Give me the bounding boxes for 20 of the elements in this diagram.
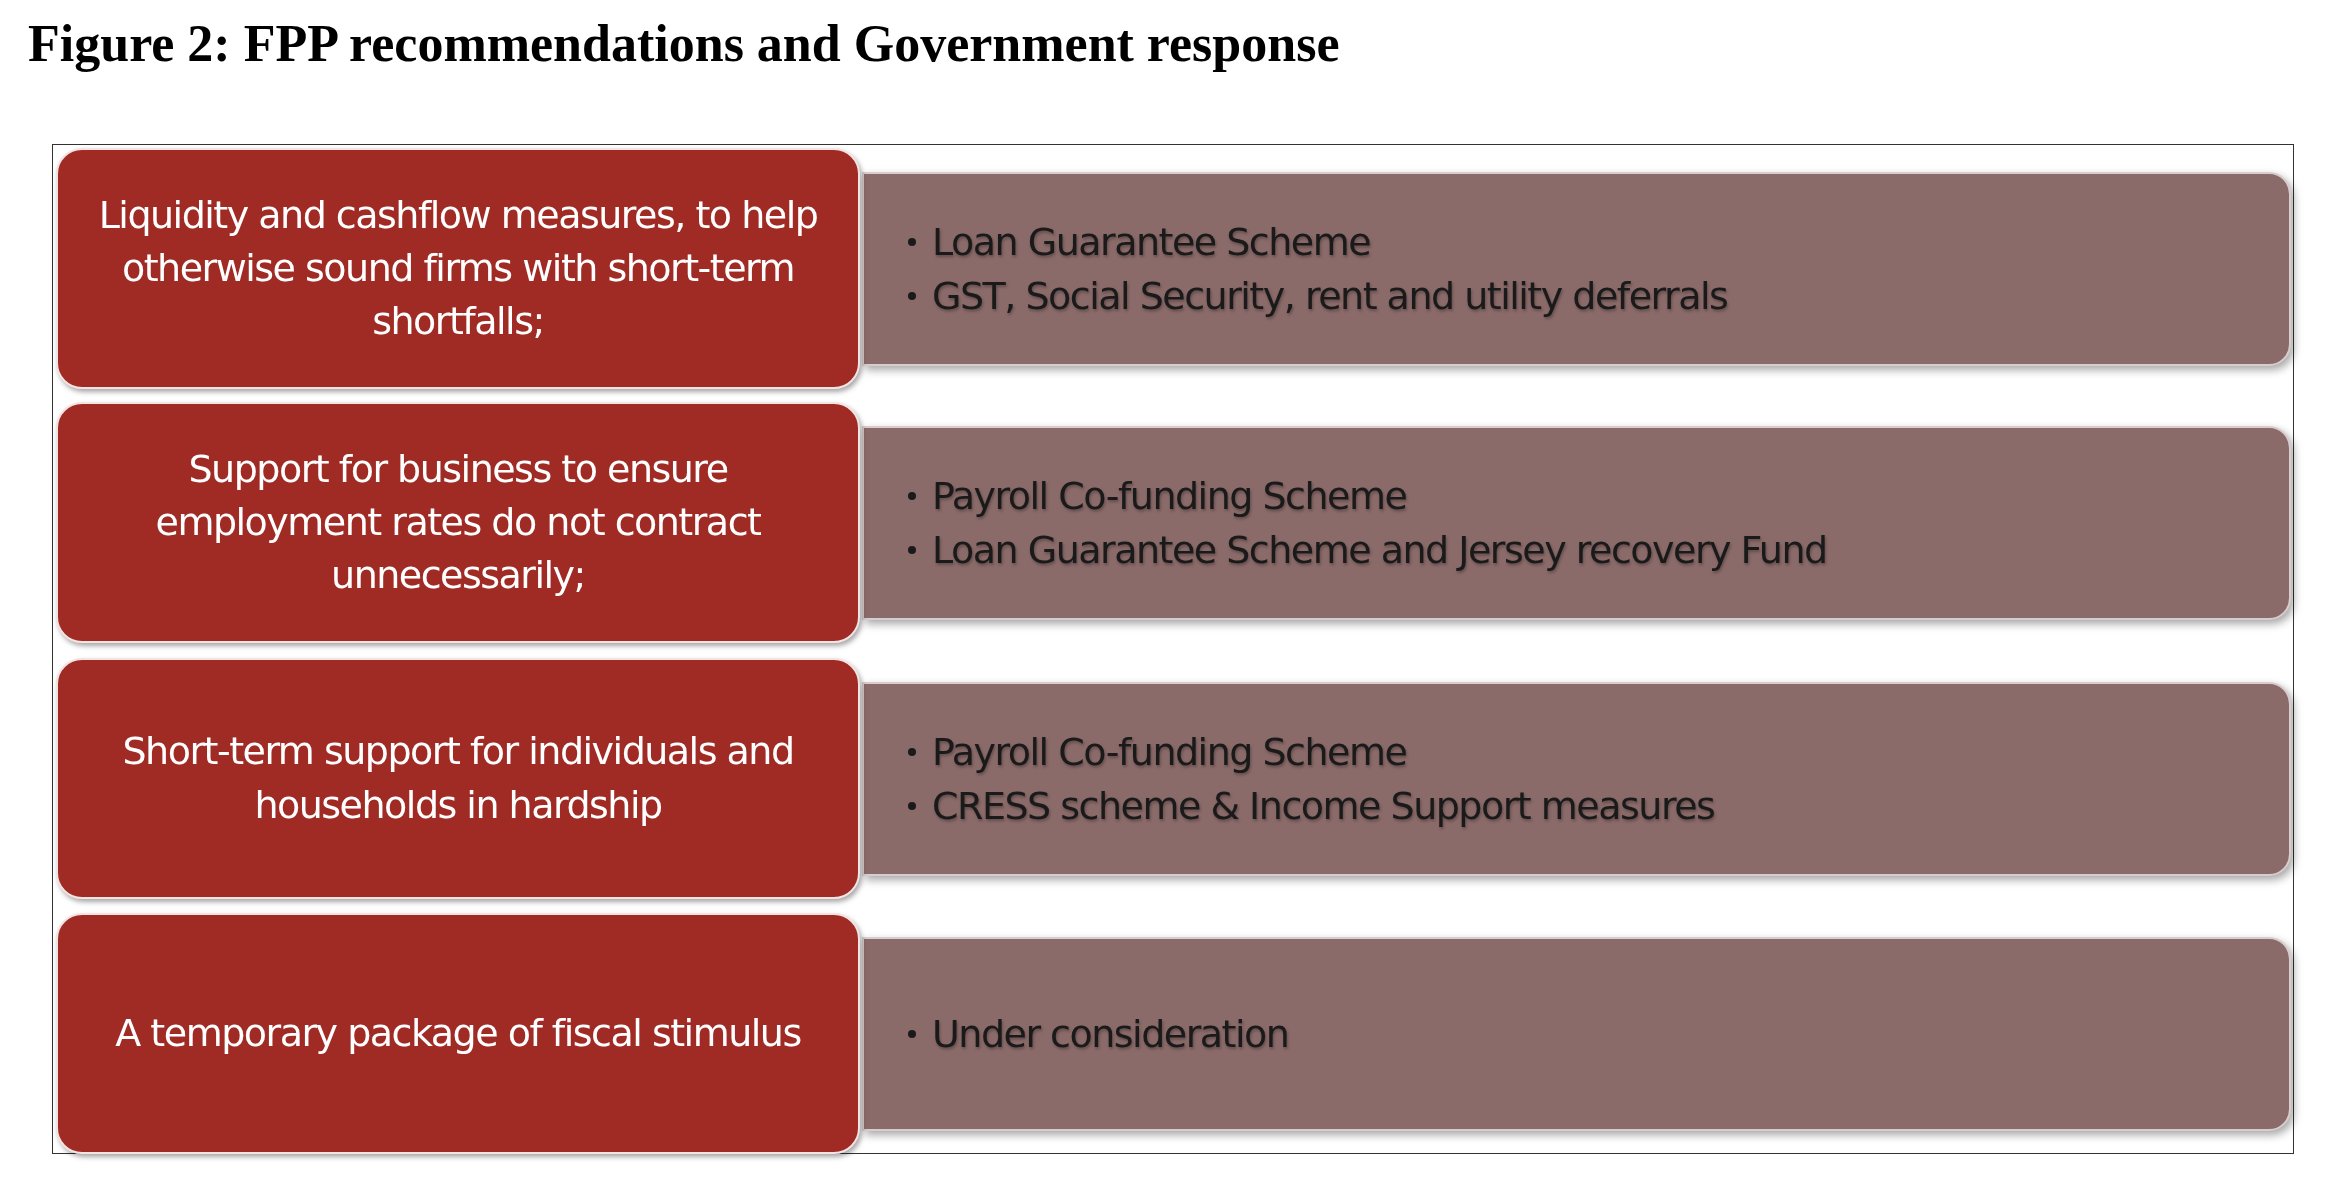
response-box <box>862 172 2291 366</box>
recommendation-text: A temporary package of fiscal stimulus <box>115 1009 801 1057</box>
response-box <box>862 426 2291 620</box>
recommendation-text: Support for business to ensure employment rates do not contract unnecessarily; <box>154 445 762 600</box>
response-item: GST, Social Security, rent and utility deferrals <box>932 274 1728 318</box>
response-item: Under consideration <box>932 1012 1289 1056</box>
response-item: Loan Guarantee Scheme and Jersey recovery Fund <box>932 528 1827 572</box>
figure-title: Figure 2: FPP recommendations and Government response <box>28 14 1340 73</box>
recommendation-box <box>56 402 860 643</box>
response-box <box>862 937 2291 1131</box>
response-box <box>862 682 2291 876</box>
recommendation-box <box>56 148 860 389</box>
response-item: CRESS scheme & Income Support measures <box>932 784 1715 828</box>
response-item: Payroll Co-funding Scheme <box>932 730 1407 774</box>
recommendation-box <box>56 913 860 1154</box>
response-item: Payroll Co-funding Scheme <box>932 474 1407 518</box>
response-item: Loan Guarantee Scheme <box>932 220 1371 264</box>
recommendation-text: Short-term support for individuals and households in hardship <box>121 728 795 829</box>
recommendation-box <box>56 658 860 899</box>
recommendation-text: Liquidity and cashflow measures, to help otherwise sound firms with short-term shortfalls; <box>98 191 818 346</box>
